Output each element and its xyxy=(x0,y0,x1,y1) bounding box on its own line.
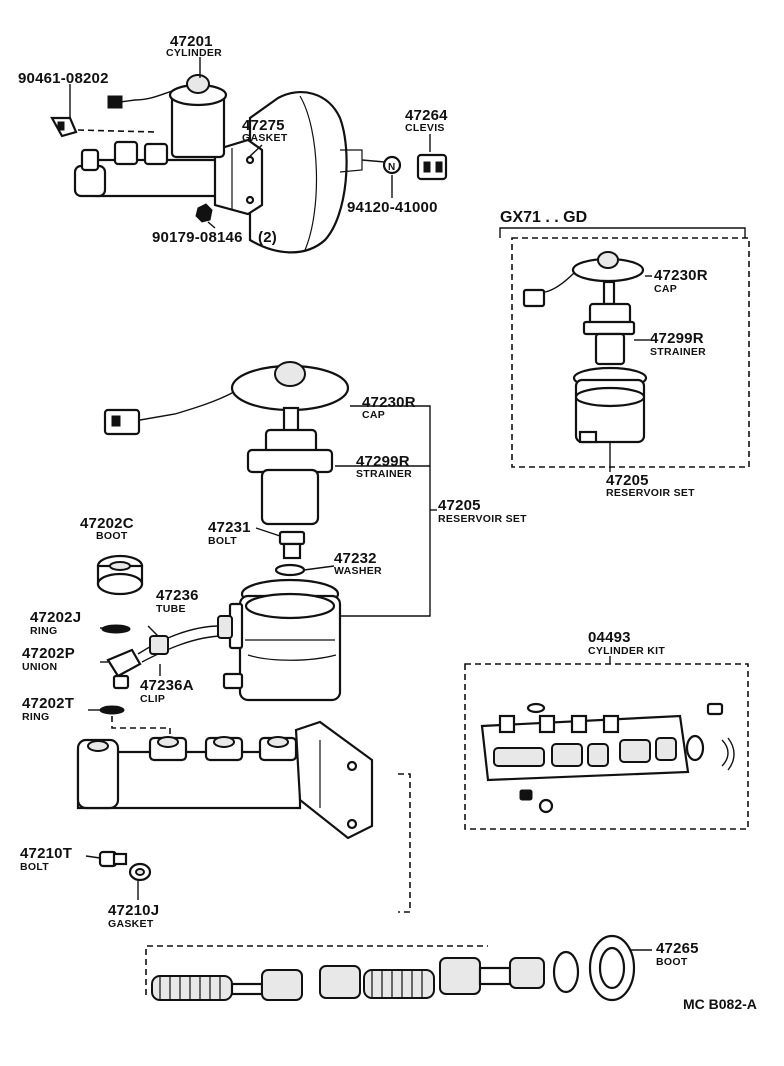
gd-strainer-name: STRAINER xyxy=(650,346,706,358)
part-name-strainer: STRAINER xyxy=(356,468,412,480)
part-number-47202T: 47202T xyxy=(22,695,74,712)
cylinder-kit-box: 04493 CYLINDER KIT xyxy=(464,629,749,830)
top-assembly: N xyxy=(50,74,448,254)
part-name-boot-small: BOOT xyxy=(96,530,128,542)
master-cylinder-body: 47210T BOLT 47210J GASKET xyxy=(20,720,411,930)
part-name-tube: TUBE xyxy=(156,603,186,615)
svg-text:N: N xyxy=(388,162,395,173)
part-name-reservoir-set: RESERVOIR SET xyxy=(438,513,527,525)
part-number-47202P: 47202P xyxy=(22,645,75,662)
part-number-47205: 47205 xyxy=(438,497,481,514)
master-cylinder-top-drawing xyxy=(88,158,232,198)
part-number-47231: 47231 xyxy=(208,519,251,536)
part-name-ring-j: RING xyxy=(30,625,57,637)
gd-reservoir-number: 47205 xyxy=(606,472,649,489)
part-number-47202J: 47202J xyxy=(30,609,81,626)
part-name-washer: WASHER xyxy=(334,565,382,577)
part-name-bolt-small: BOLT xyxy=(208,535,237,547)
part-number-90461: 90461-08202 xyxy=(18,70,109,87)
part-name-boot-large: BOOT xyxy=(656,956,688,968)
part-number-47236A: 47236A xyxy=(140,677,194,694)
gd-strainer-number: 47299R xyxy=(650,330,704,347)
part-number-47299R: 47299R xyxy=(356,453,410,470)
part-name-cylinder: CYLINDER xyxy=(166,47,222,59)
part-name-clip: CLIP xyxy=(140,693,165,705)
part-number-47230R: 47230R xyxy=(362,394,416,411)
kit-name: CYLINDER KIT xyxy=(588,645,665,657)
part-name-bolt-t: BOLT xyxy=(20,861,49,873)
part-number-47202C: 47202C xyxy=(80,515,134,532)
part-name-gasket-j: GASKET xyxy=(108,918,154,930)
brake-booster-drawing xyxy=(248,91,348,254)
piston-assembly: 47265 BOOT xyxy=(145,934,699,1002)
gd-box-title: GX71 . . GD xyxy=(500,209,587,226)
part-number-47201: 47201 xyxy=(170,33,213,50)
part-name-union: UNION xyxy=(22,661,57,673)
part-name-gasket-top: GASKET xyxy=(242,132,288,144)
part-qty-90179: (2) xyxy=(258,229,277,246)
part-number-90179: 90179-08146 xyxy=(152,229,243,246)
part-name-clevis: CLEVIS xyxy=(405,122,445,134)
reservoir-exploded: 47230R CAP 47299R STRAINER 47205 RESERVO… xyxy=(103,361,527,702)
part-number-47275: 47275 xyxy=(242,117,285,134)
top-labels: 47201 CYLINDER 90461-08202 47275 GASKET … xyxy=(18,33,448,246)
gd-cap-number: 47230R xyxy=(654,267,708,284)
part-number-47265: 47265 xyxy=(656,940,699,957)
figure-reference: MC B082-A xyxy=(683,996,757,1012)
part-name-ring-t: RING xyxy=(22,711,49,723)
clevis-drawing xyxy=(416,153,448,181)
gd-reservoir-name: RESERVOIR SET xyxy=(606,487,695,499)
top-leaders xyxy=(69,57,431,229)
gd-cap-name: CAP xyxy=(654,283,677,295)
left-small-parts: 47202C BOOT 47236 TUBE 47202J RING 47202… xyxy=(22,515,233,740)
part-number-47232: 47232 xyxy=(334,550,377,567)
gd-variant-box: GX71 . . GD 47230R CAP 47299R STRAINER 4… xyxy=(499,209,750,499)
part-number-94120: 94120-41000 xyxy=(347,199,438,216)
part-number-47210J: 47210J xyxy=(108,902,159,919)
kit-number: 04493 xyxy=(588,629,631,646)
part-number-47264: 47264 xyxy=(405,107,448,124)
part-number-47210T: 47210T xyxy=(20,845,72,862)
part-name-cap: CAP xyxy=(362,409,385,421)
part-number-47236: 47236 xyxy=(156,587,199,604)
